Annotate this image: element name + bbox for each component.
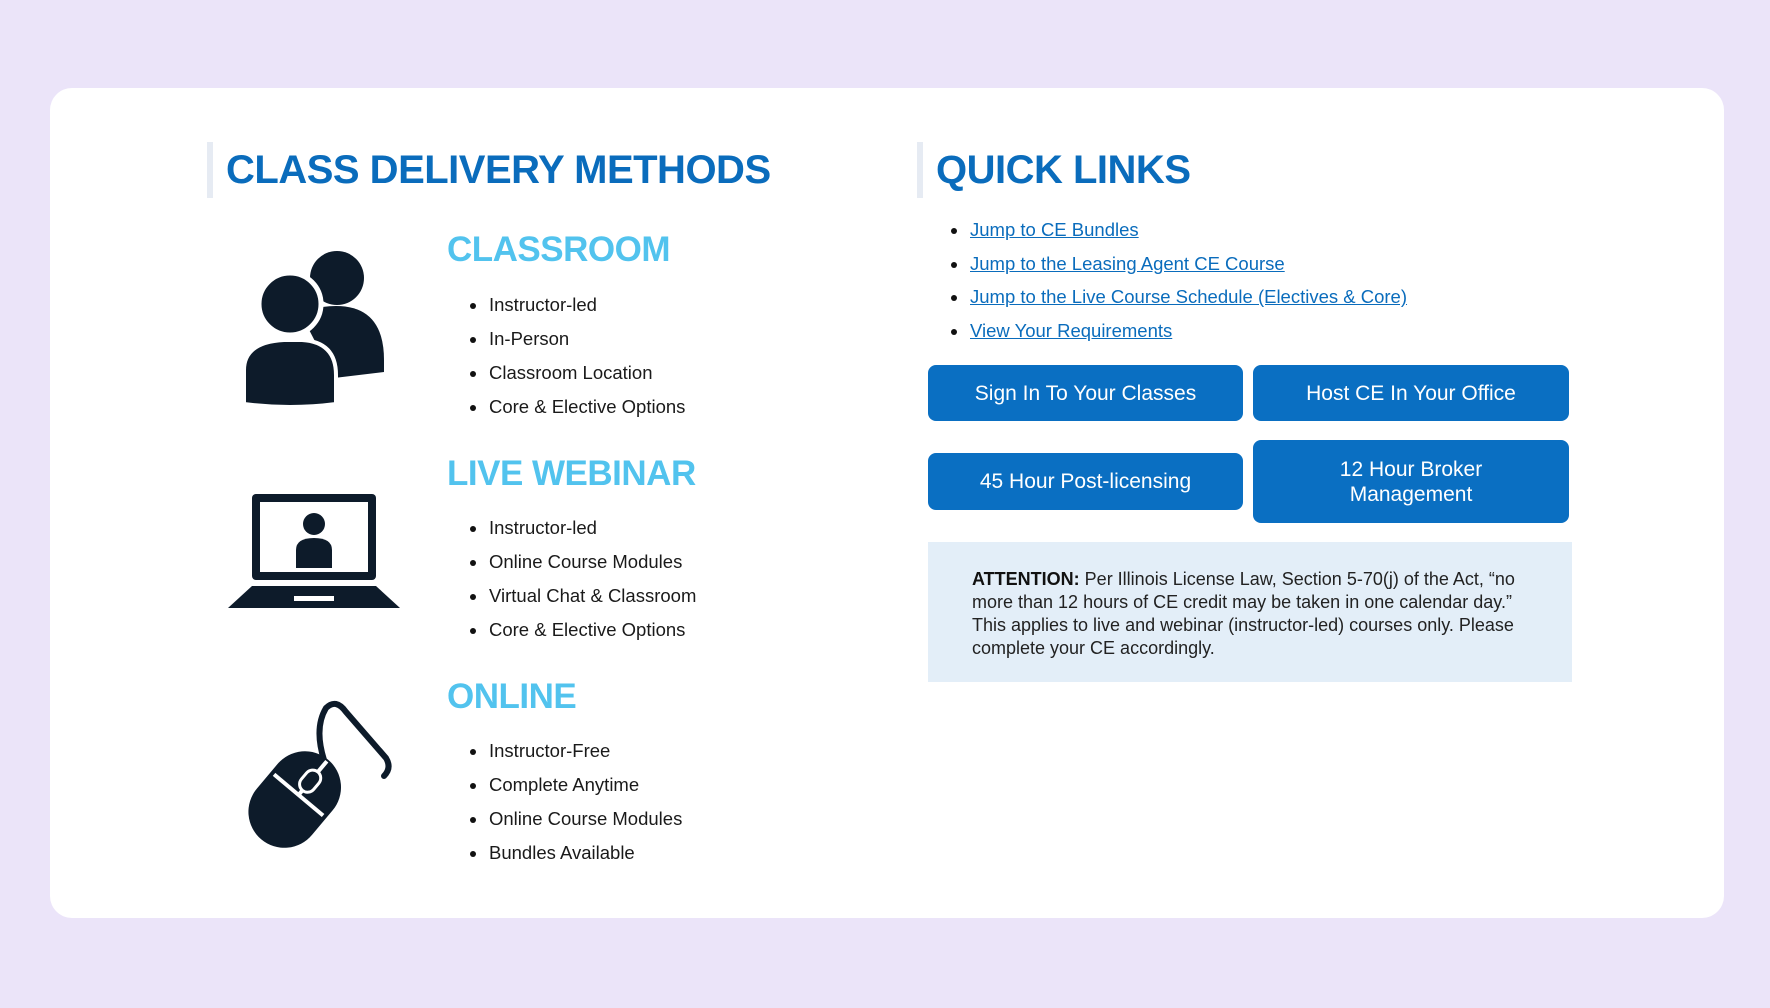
post-licensing-button[interactable]: 45 Hour Post-licensing xyxy=(928,453,1243,510)
method-title-classroom: CLASSROOM xyxy=(447,230,671,269)
webinar-features: Instructor-led Online Course Modules Vir… xyxy=(469,511,696,647)
quick-links-list: Jump to CE Bundles Jump to the Leasing A… xyxy=(950,213,1408,348)
online-features: Instructor-Free Complete Anytime Online … xyxy=(469,734,682,870)
list-item: Virtual Chat & Classroom xyxy=(469,579,696,613)
host-ce-button[interactable]: Host CE In Your Office xyxy=(1253,365,1569,421)
link-leasing-agent-ce[interactable]: Jump to the Leasing Agent CE Course xyxy=(970,252,1285,274)
list-item: Instructor-led xyxy=(469,511,696,545)
list-item: Online Course Modules xyxy=(469,802,682,836)
sign-in-button[interactable]: Sign In To Your Classes xyxy=(928,365,1243,421)
list-item: Core & Elective Options xyxy=(469,390,685,424)
attention-notice: ATTENTION: Per Illinois License Law, Sec… xyxy=(928,542,1572,682)
list-item: Bundles Available xyxy=(469,836,682,870)
list-item: Online Course Modules xyxy=(469,545,696,579)
list-item: Classroom Location xyxy=(469,356,685,390)
list-item: Jump to the Leasing Agent CE Course xyxy=(950,247,1407,281)
list-item: Instructor-led xyxy=(469,288,685,322)
list-item: Core & Elective Options xyxy=(469,613,696,647)
attention-text: Per Illinois License Law, Section 5-70(j… xyxy=(972,569,1515,658)
delivery-methods-title: CLASS DELIVERY METHODS xyxy=(226,148,771,192)
list-item: Jump to the Live Course Schedule (Electi… xyxy=(950,280,1408,314)
list-item: Jump to CE Bundles xyxy=(950,213,1407,247)
heading-accent-bar xyxy=(917,142,923,198)
link-ce-bundles[interactable]: Jump to CE Bundles xyxy=(970,219,1139,240)
list-item: Instructor-Free xyxy=(469,734,682,768)
list-item: Complete Anytime xyxy=(469,768,682,802)
link-live-course-schedule[interactable]: Jump to the Live Course Schedule (Electi… xyxy=(970,286,1408,308)
attention-label: ATTENTION: xyxy=(972,569,1080,589)
list-item: View Your Requirements xyxy=(950,314,1407,348)
heading-accent-bar xyxy=(207,142,213,198)
list-item: In-Person xyxy=(469,322,685,356)
broker-management-button[interactable]: 12 Hour Broker Management xyxy=(1253,440,1569,523)
laptop-icon xyxy=(228,494,400,608)
link-view-requirements[interactable]: View Your Requirements xyxy=(970,320,1173,342)
method-title-live-webinar: LIVE WEBINAR xyxy=(447,454,696,493)
classroom-features: Instructor-led In-Person Classroom Locat… xyxy=(469,288,685,424)
mouse-icon xyxy=(248,700,392,848)
method-title-online: ONLINE xyxy=(447,677,577,716)
quick-links-title: QUICK LINKS xyxy=(936,148,1191,192)
people-icon xyxy=(244,251,384,406)
